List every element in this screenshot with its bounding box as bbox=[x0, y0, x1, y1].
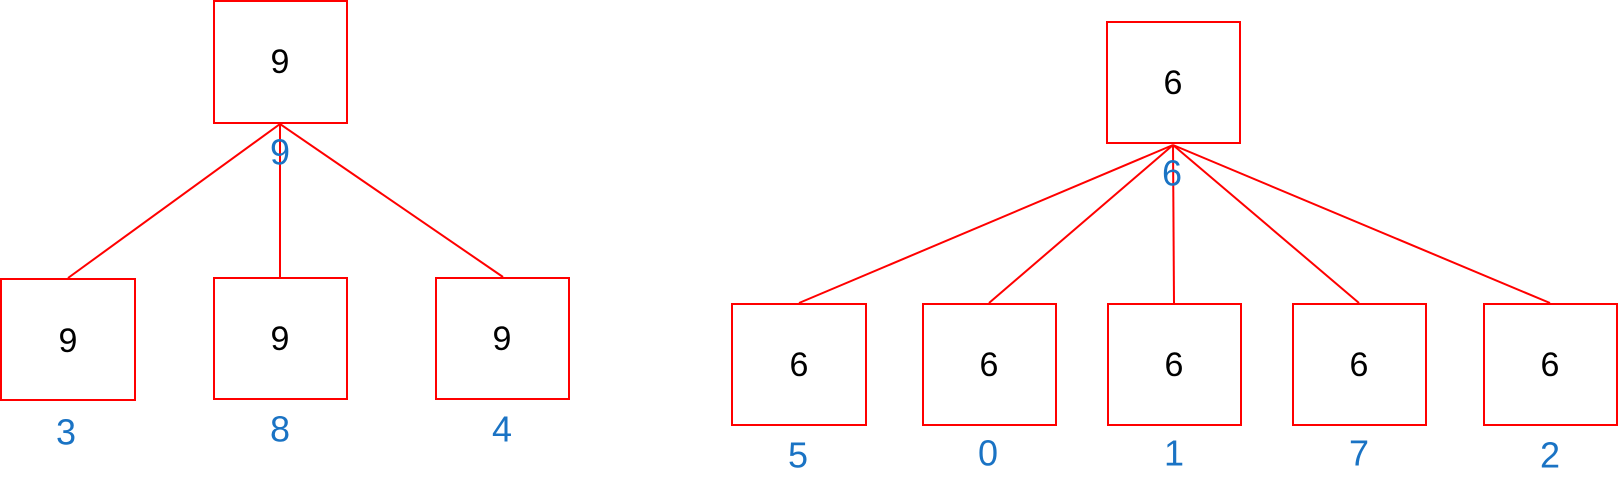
root-node bbox=[1106, 21, 1241, 144]
child-node bbox=[922, 303, 1057, 426]
edge-root-to-child-0 bbox=[798, 144, 1174, 304]
edge-root-to-child-1 bbox=[988, 144, 1174, 304]
tree-right: 6 6 6 5 6 0 6 1 6 7 6 2 bbox=[731, 21, 1618, 476]
child-node-index: 8 bbox=[270, 409, 290, 450]
child-node bbox=[0, 278, 136, 401]
child-node bbox=[1292, 303, 1427, 426]
child-node-value: 6 bbox=[1541, 346, 1560, 384]
child-node-value: 9 bbox=[59, 322, 78, 360]
child-node-value: 6 bbox=[790, 346, 809, 384]
child-node bbox=[1483, 303, 1618, 426]
child-node-index: 0 bbox=[978, 433, 998, 474]
root-node-index: 9 bbox=[270, 132, 290, 173]
root-node bbox=[213, 0, 348, 124]
child-node bbox=[435, 277, 570, 400]
root-node-value: 9 bbox=[271, 43, 290, 81]
child-node bbox=[1107, 303, 1242, 426]
edge-root-to-child-2 bbox=[279, 123, 504, 278]
edge-root-to-child-4 bbox=[1172, 144, 1551, 304]
child-node-index: 5 bbox=[788, 435, 808, 476]
child-node bbox=[213, 277, 348, 400]
child-node-value: 6 bbox=[1165, 346, 1184, 384]
edge-root-to-child-3 bbox=[1172, 144, 1360, 304]
edge-root-to-child-0 bbox=[67, 123, 281, 279]
child-node bbox=[731, 303, 867, 426]
tree-left: 9 9 9 3 9 8 9 4 bbox=[0, 0, 570, 453]
root-node-value: 6 bbox=[1164, 64, 1183, 102]
child-node-index: 7 bbox=[1349, 433, 1369, 474]
child-node-value: 6 bbox=[980, 346, 999, 384]
child-node-index: 1 bbox=[1164, 433, 1184, 474]
edge-root-to-child-2 bbox=[1172, 144, 1175, 304]
child-node-index: 2 bbox=[1540, 435, 1560, 476]
root-node-index: 6 bbox=[1162, 153, 1182, 194]
child-node-index: 3 bbox=[56, 412, 76, 453]
child-node-value: 9 bbox=[271, 320, 290, 358]
child-node-value: 6 bbox=[1350, 346, 1369, 384]
child-node-value: 9 bbox=[493, 320, 512, 358]
child-node-index: 4 bbox=[492, 409, 512, 450]
